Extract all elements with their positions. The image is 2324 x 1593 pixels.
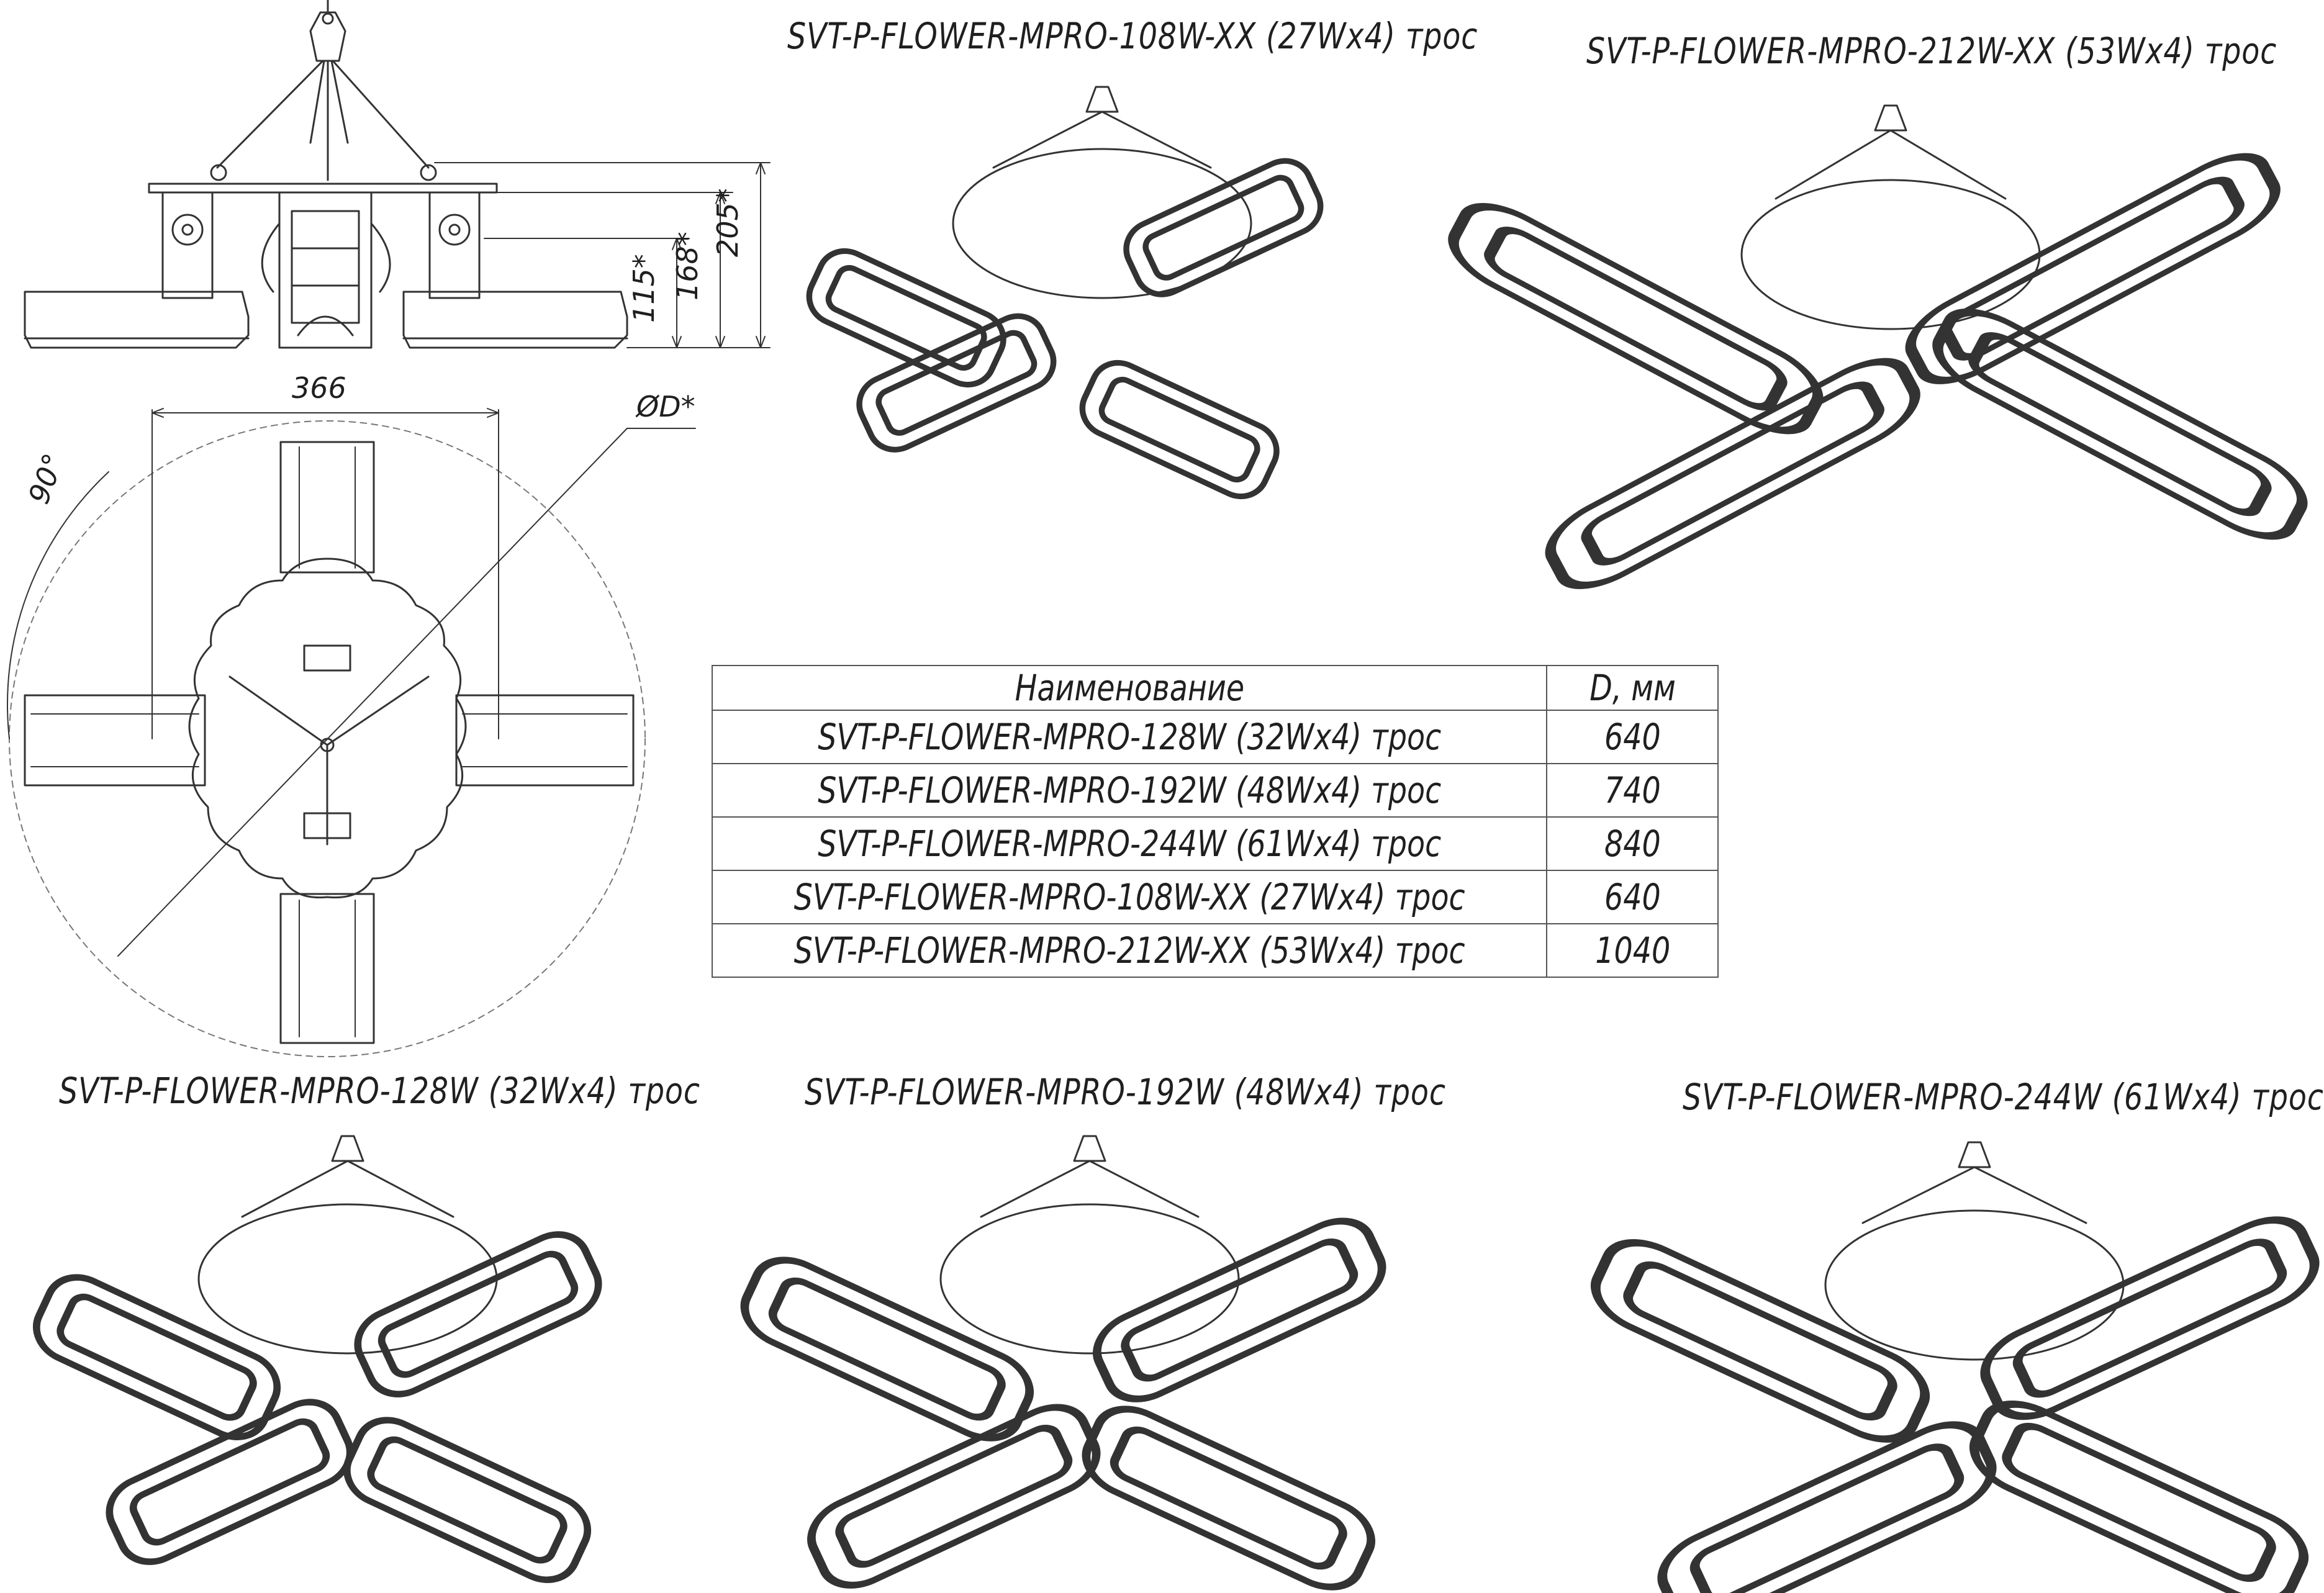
column-header-name: Наименование (711, 665, 1548, 711)
label-mpro-192: SVT-P-FLOWER-MPRO-192W (48Wx4) трос (805, 1071, 1446, 1113)
table-cell-d: 1040 (1546, 923, 1719, 978)
dim-height-168: 168* (671, 232, 704, 300)
top-view (6, 408, 696, 1057)
table-row: SVT-P-FLOWER-MPRO-108W-XX (27Wx4) трос 6… (711, 870, 1719, 924)
iso-fixture-192 (735, 1135, 1393, 1593)
dim-width-366: 366 (292, 371, 346, 405)
table-row: SVT-P-FLOWER-MPRO-244W (61Wx4) трос 840 (711, 816, 1719, 871)
label-mpro-244: SVT-P-FLOWER-MPRO-244W (61Wx4) трос (1683, 1076, 2324, 1118)
table-cell-name: SVT-P-FLOWER-MPRO-128W (32Wx4) трос (711, 710, 1548, 764)
dim-diameter: ØD* (636, 390, 695, 423)
iso-fixture-108 (800, 86, 1329, 505)
side-view-dimensions (434, 162, 771, 348)
iso-fixture-128 (27, 1135, 608, 1591)
label-mpro-108: SVT-P-FLOWER-MPRO-108W-XX (27Wx4) трос (787, 15, 1478, 57)
table-cell-d: 640 (1546, 870, 1719, 924)
table-cell-d: 740 (1546, 763, 1719, 818)
table-cell-d: 840 (1546, 816, 1719, 871)
table-cell-name: SVT-P-FLOWER-MPRO-192W (48Wx4) трос (711, 763, 1548, 818)
table-row: SVT-P-FLOWER-MPRO-192W (48Wx4) трос 740 (711, 763, 1719, 818)
iso-fixture-212 (1443, 104, 2313, 600)
iso-fixture-244 (1585, 1141, 2324, 1593)
table-cell-name: SVT-P-FLOWER-MPRO-244W (61Wx4) трос (711, 816, 1548, 871)
flower-plate (188, 557, 467, 899)
side-view (24, 0, 628, 349)
column-header-d: D, мм (1546, 665, 1719, 711)
table-cell-name: SVT-P-FLOWER-MPRO-212W-XX (53Wx4) трос (711, 923, 1548, 978)
label-mpro-212: SVT-P-FLOWER-MPRO-212W-XX (53Wx4) трос (1586, 30, 2277, 72)
table-row: SVT-P-FLOWER-MPRO-128W (32Wx4) трос 640 (711, 710, 1719, 764)
label-mpro-128: SVT-P-FLOWER-MPRO-128W (32Wx4) трос (59, 1070, 700, 1112)
dim-height-115: 115* (627, 254, 661, 323)
table-header-row: Наименование D, мм (711, 665, 1719, 711)
dim-height-205: 205* (711, 188, 744, 257)
table-cell-d: 640 (1546, 710, 1719, 764)
table-cell-name: SVT-P-FLOWER-MPRO-108W-XX (27Wx4) трос (711, 870, 1548, 924)
spec-table: Наименование D, мм SVT-P-FLOWER-MPRO-128… (711, 665, 1719, 978)
table-row: SVT-P-FLOWER-MPRO-212W-XX (53Wx4) трос 1… (711, 923, 1719, 978)
